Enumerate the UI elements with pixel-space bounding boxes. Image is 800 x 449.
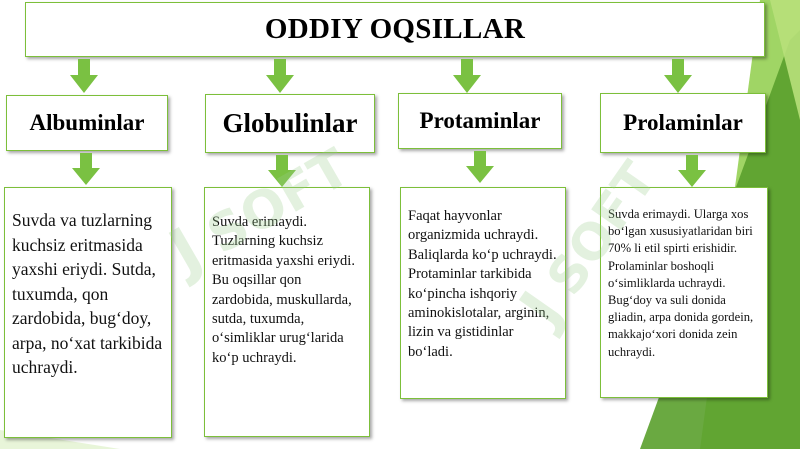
down-arrow-icon — [268, 155, 296, 187]
down-arrow-icon — [266, 59, 294, 93]
down-arrow-icon — [70, 59, 98, 93]
category-heading: Prolaminlar — [623, 110, 743, 135]
category-heading-box: Albuminlar — [6, 95, 168, 151]
category-description-box: Suvda va tuzlarning kuchsiz eritmasida y… — [4, 187, 172, 438]
diagram-title-box: ODDIY OQSILLAR — [25, 2, 765, 57]
category-description: Suvda va tuzlarning kuchsiz eritmasida y… — [12, 210, 163, 377]
category-heading: Protaminlar — [419, 108, 541, 133]
category-description-box: Suvda erimaydi. Ularga xos bo‘lgan xusus… — [600, 187, 768, 398]
category-description-box: Suvda erimaydi. Tuzlarning kuchsiz eritm… — [204, 187, 370, 437]
category-heading: Albuminlar — [29, 110, 145, 135]
category-description: Faqat hayvonlar organizmida uchraydi. Ba… — [408, 208, 557, 360]
down-arrow-icon — [678, 155, 706, 187]
down-arrow-icon — [453, 59, 481, 93]
category-heading-box: Protaminlar — [398, 93, 562, 149]
category-heading-box: Prolaminlar — [600, 93, 766, 153]
category-description: Suvda erimaydi. Tuzlarning kuchsiz eritm… — [212, 214, 355, 366]
down-arrow-icon — [72, 153, 100, 185]
down-arrow-icon — [466, 151, 494, 183]
category-description-box: Faqat hayvonlar organizmida uchraydi. Ba… — [400, 187, 566, 399]
diagram-title: ODDIY OQSILLAR — [264, 13, 526, 45]
category-heading-box: Globulinlar — [205, 94, 375, 153]
category-description: Suvda erimaydi. Ularga xos bo‘lgan xusus… — [608, 207, 754, 359]
down-arrow-icon — [664, 59, 692, 93]
category-heading: Globulinlar — [222, 108, 358, 138]
